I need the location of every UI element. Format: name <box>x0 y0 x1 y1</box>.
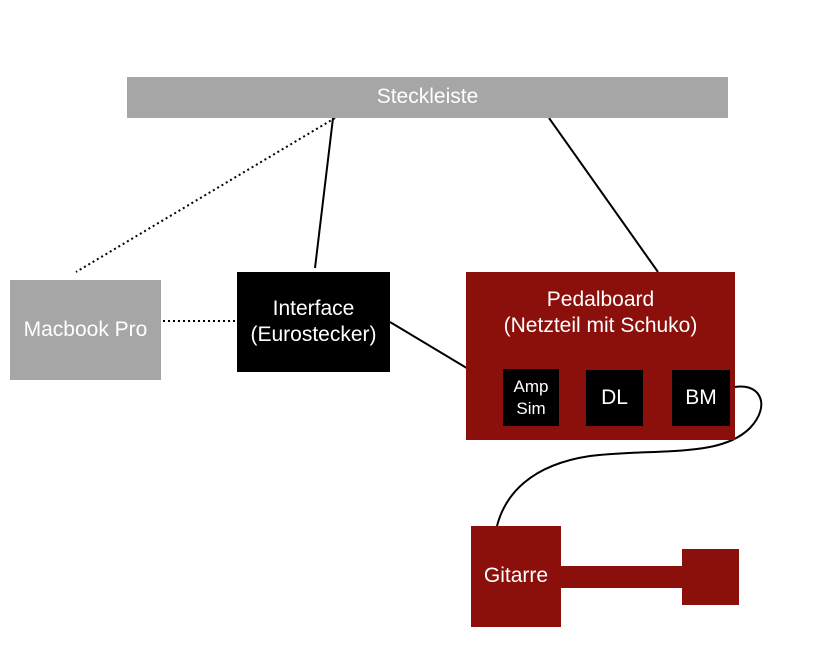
pedalboard-label-line2: (Netzteil mit Schuko) <box>503 314 698 338</box>
wire-steckleiste-macbook <box>75 117 336 273</box>
dl-pedal: DL <box>586 370 643 426</box>
wire-bm-gitarre <box>496 385 763 527</box>
dl-label: DL <box>601 385 628 409</box>
guitar-body: Gitarre <box>471 526 561 627</box>
power-strip-box: Steckleiste <box>127 77 728 118</box>
interface-label-line1: Interface <box>272 296 355 320</box>
wire-steckleiste-interface <box>314 117 334 269</box>
macbook-label: Macbook Pro <box>23 317 148 341</box>
amp-sim-label-line1: Amp <box>513 377 549 397</box>
interface-label-line2: (Eurostecker) <box>250 323 377 346</box>
amp-sim-label-line2: Sim <box>516 398 546 418</box>
pedalboard-label-line1: Pedalboard <box>546 288 655 311</box>
guitar-neck <box>556 566 686 588</box>
interface-box: Interface (Eurostecker) <box>237 272 390 372</box>
macbook-box: Macbook Pro <box>10 280 161 380</box>
power-strip-label: Steckleiste <box>376 85 479 109</box>
guitar-headstock <box>682 549 739 605</box>
guitar-label: Gitarre <box>483 564 549 588</box>
bm-pedal: BM <box>672 370 730 426</box>
amp-sim-pedal: Amp Sim <box>503 369 559 426</box>
bm-label: BM <box>685 385 717 409</box>
wire-steckleiste-pedalboard <box>548 117 659 273</box>
